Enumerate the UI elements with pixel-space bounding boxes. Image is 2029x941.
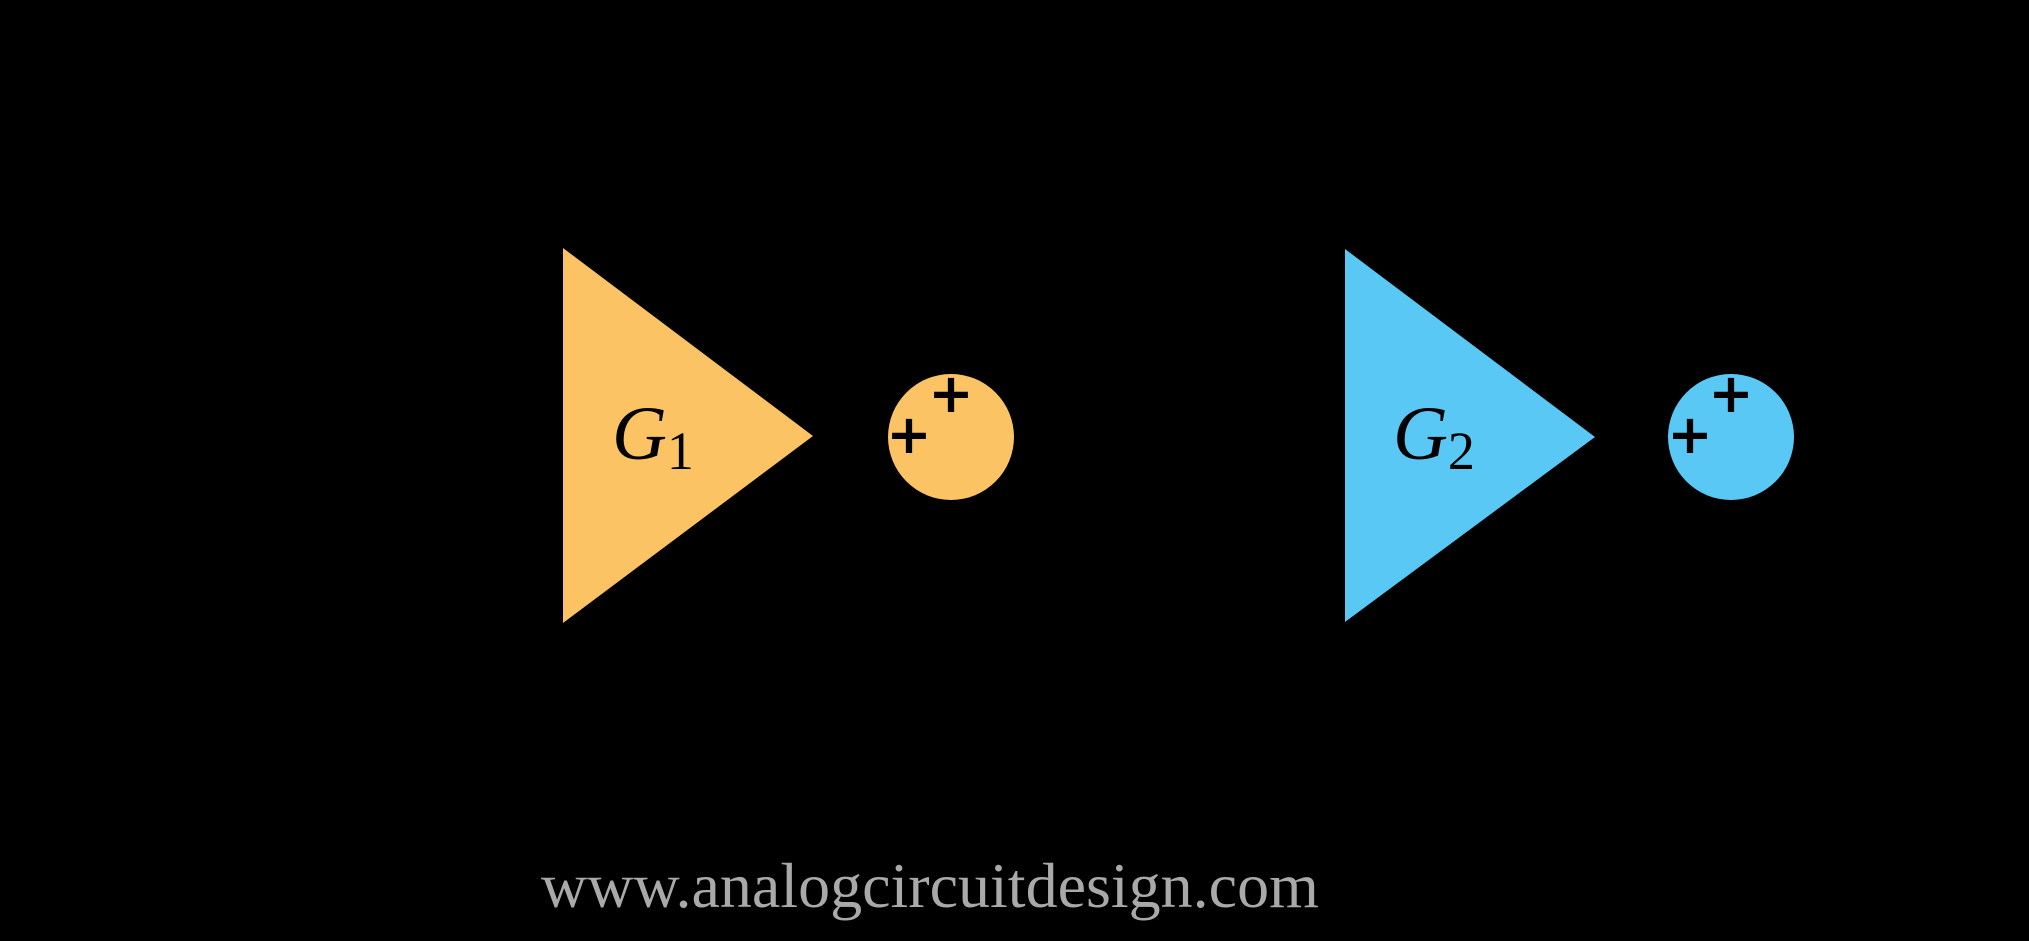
plus-icon: + <box>928 362 973 425</box>
gain-symbol: G <box>1393 392 1448 476</box>
gain-subscript: 2 <box>1448 421 1475 481</box>
amplifier-triangle-g2 <box>1345 249 1595 622</box>
plus-icon: + <box>886 403 931 466</box>
stage-2: G2 + + <box>1345 249 1794 622</box>
stage-1: G1 + + <box>563 248 1014 623</box>
amplifier-label-g1: G1 <box>612 392 694 481</box>
amplifier-triangle-g1 <box>563 248 813 623</box>
sum-node-2 <box>1668 374 1794 500</box>
gain-subscript: 1 <box>667 421 694 481</box>
watermark-text: www.analogcircuitdesign.com <box>541 850 1319 921</box>
plus-icon: + <box>1667 403 1712 466</box>
gain-symbol: G <box>612 392 667 476</box>
plus-icon: + <box>1708 362 1753 425</box>
sum-node-1 <box>888 374 1014 500</box>
amplifier-label-g2: G2 <box>1393 392 1475 481</box>
